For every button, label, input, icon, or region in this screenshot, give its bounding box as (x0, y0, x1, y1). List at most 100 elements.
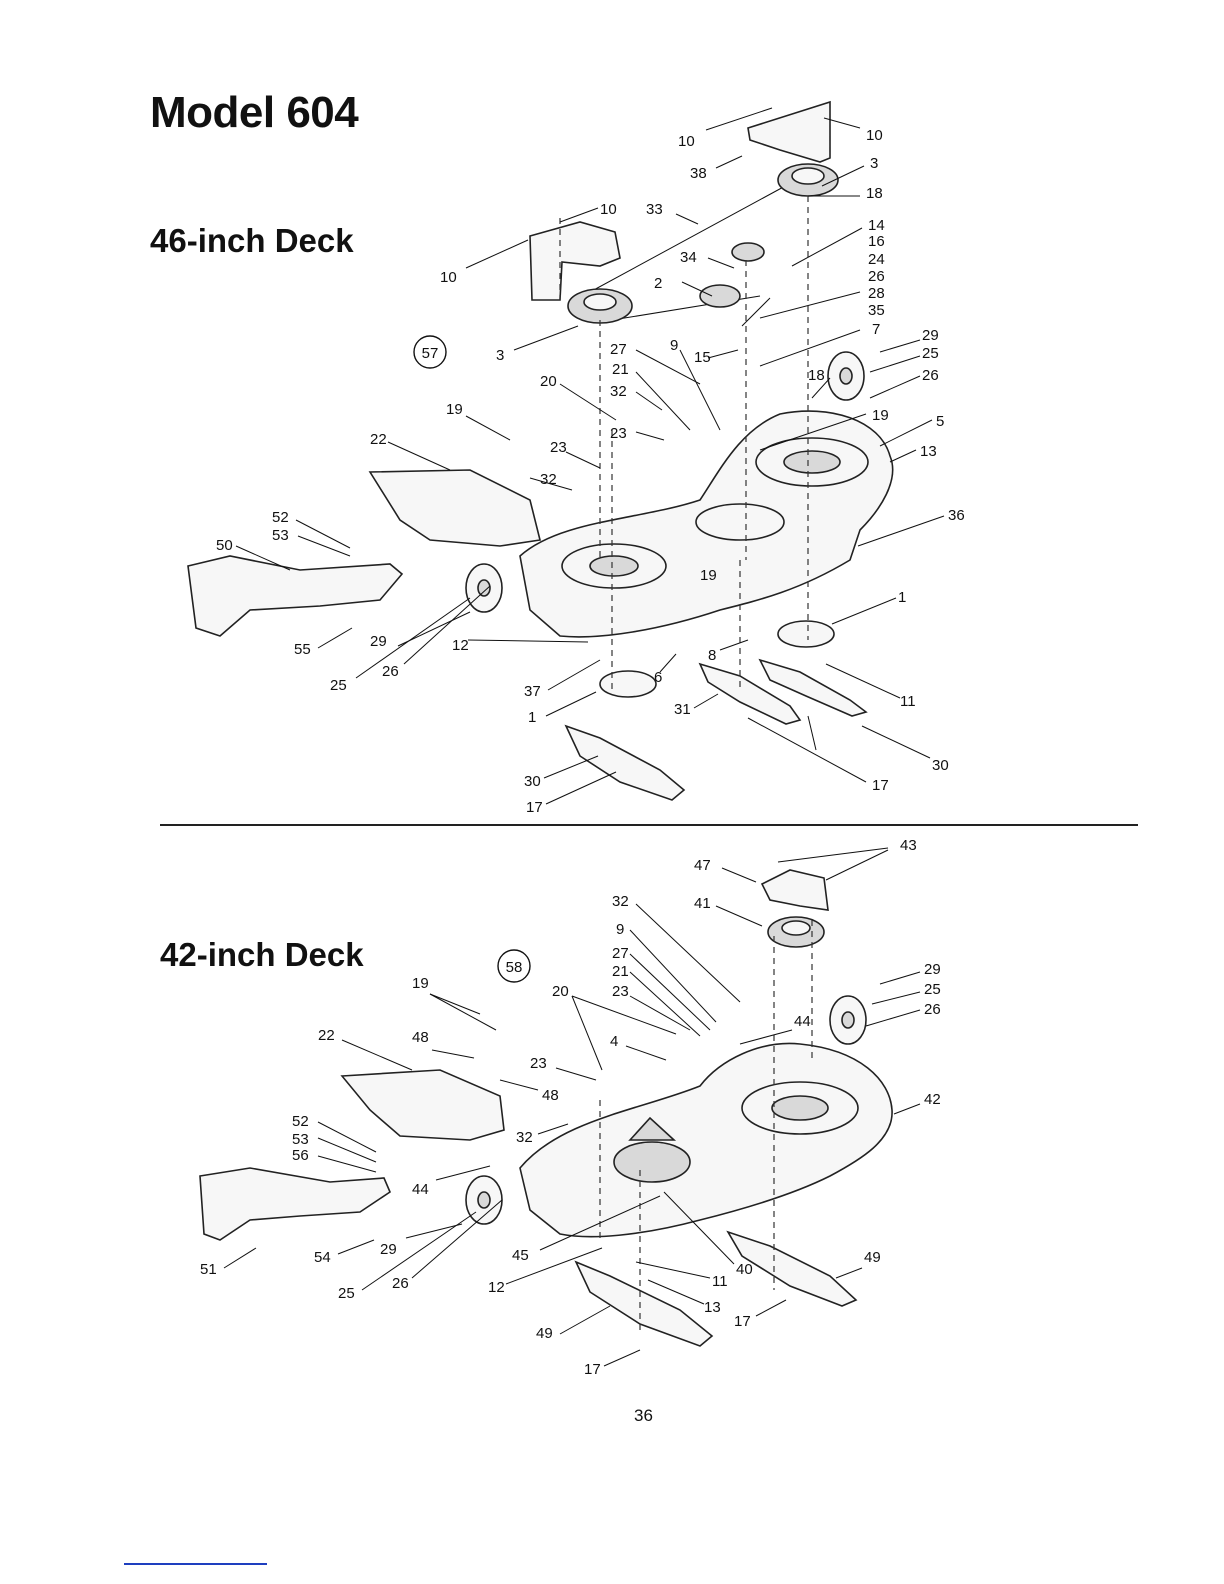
part-label: 54 (314, 1249, 331, 1266)
part-label: 37 (524, 683, 541, 700)
part-label: 12 (488, 1279, 505, 1296)
part-label: 29 (922, 327, 939, 344)
part-label: 18 (866, 185, 883, 202)
deck42-leaders (223, 847, 921, 1367)
deck46-title: 46-inch Deck (150, 222, 354, 259)
spindle-assembly-42 (613, 1141, 691, 1183)
part-label: 26 (382, 663, 399, 680)
deck42-part-labels: 43 47 32 41 9 27 21 29 25 26 19 20 23 22… (200, 837, 941, 1378)
deck46-drawing (187, 100, 894, 801)
belt-cover-46 (529, 221, 621, 301)
part-label: 23 (530, 1055, 547, 1072)
section-divider (160, 824, 1138, 826)
part-label: 10 (440, 269, 457, 286)
part-label: 19 (412, 975, 429, 992)
part-label: 19 (446, 401, 463, 418)
part-label: 32 (540, 471, 557, 488)
part-label: 50 (216, 537, 233, 554)
mulch-plug-42 (199, 1167, 391, 1241)
spindle-left-46 (599, 670, 657, 698)
part-label: 48 (542, 1087, 559, 1104)
blade-left-46 (564, 724, 686, 801)
part-label: 29 (380, 1241, 397, 1258)
part-label: 5 (936, 413, 944, 430)
blade-left-42 (574, 1260, 714, 1347)
part-label: 35 (868, 302, 885, 319)
part-label: 56 (292, 1147, 309, 1164)
idler-pulley-2-46 (731, 242, 765, 262)
part-label: 22 (370, 431, 387, 448)
part-label: 10 (866, 127, 883, 144)
part-label: 21 (612, 361, 629, 378)
part-label: 22 (318, 1027, 335, 1044)
part-label: 3 (870, 155, 878, 172)
part-label: 17 (584, 1361, 601, 1378)
blade-right-46 (758, 658, 868, 717)
part-label: 10 (600, 201, 617, 218)
part-label: 24 (868, 251, 885, 268)
part-label: 1 (898, 589, 906, 606)
discharge-chute-46 (368, 469, 541, 547)
part-label: 29 (370, 633, 387, 650)
mulch-plug-46 (187, 555, 404, 637)
discharge-chute-42 (340, 1069, 505, 1141)
part-label: 20 (552, 983, 569, 1000)
deck42-title: 42-inch Deck (160, 936, 364, 973)
part-label: 25 (922, 345, 939, 362)
part-label: 47 (694, 857, 711, 874)
part-label: 2 (654, 275, 662, 292)
part-label: 6 (654, 669, 662, 686)
ref-circle-58 (497, 949, 531, 983)
page-number: 36 (634, 1406, 653, 1425)
part-label: 11 (712, 1273, 728, 1290)
deck-housing-42 (519, 1042, 893, 1238)
part-label: 45 (512, 1247, 529, 1264)
part-label: 18 (808, 367, 825, 384)
deck46-part-labels: 10 10 38 3 18 10 33 14 16 24 26 28 35 7 … (216, 127, 965, 816)
part-label: 31 (674, 701, 691, 718)
pulley-cover-42 (760, 869, 829, 911)
part-label: 30 (932, 757, 949, 774)
ref-number-57: 57 (422, 345, 439, 362)
part-label: 27 (612, 945, 629, 962)
part-label: 23 (610, 425, 627, 442)
part-label: 40 (736, 1261, 753, 1278)
ref-number-58: 58 (506, 959, 523, 976)
part-label: 9 (616, 921, 624, 938)
part-label: 15 (694, 349, 711, 366)
part-label: 23 (550, 439, 567, 456)
part-label: 53 (292, 1131, 309, 1148)
part-label: 32 (612, 893, 629, 910)
spindle-right-46 (777, 620, 835, 648)
part-label: 17 (872, 777, 889, 794)
part-label: 21 (612, 963, 629, 980)
part-label: 52 (272, 509, 289, 526)
part-label: 19 (872, 407, 889, 424)
part-label: 33 (646, 201, 663, 218)
part-label: 17 (526, 799, 543, 816)
deck42-drawing (199, 869, 893, 1347)
part-label: 13 (704, 1299, 721, 1316)
part-label: 9 (670, 337, 678, 354)
part-label: 26 (392, 1275, 409, 1292)
part-label: 7 (872, 321, 880, 338)
part-label: 26 (868, 268, 885, 285)
part-label: 32 (610, 383, 627, 400)
part-label: 1 (528, 709, 536, 726)
part-label: 3 (496, 347, 504, 364)
part-label: 17 (734, 1313, 751, 1330)
part-label: 20 (540, 373, 557, 390)
part-label: 52 (292, 1113, 309, 1130)
part-label: 26 (922, 367, 939, 384)
part-label: 29 (924, 961, 941, 978)
part-label: 42 (924, 1091, 941, 1108)
ref-circle-57 (413, 335, 447, 369)
part-label: 41 (694, 895, 711, 912)
blade-middle-46 (698, 662, 802, 725)
part-label: 28 (868, 285, 885, 302)
blade-right-42 (726, 1230, 858, 1307)
part-label: 19 (700, 567, 717, 584)
part-label: 8 (708, 647, 716, 664)
part-label: 44 (794, 1013, 811, 1030)
